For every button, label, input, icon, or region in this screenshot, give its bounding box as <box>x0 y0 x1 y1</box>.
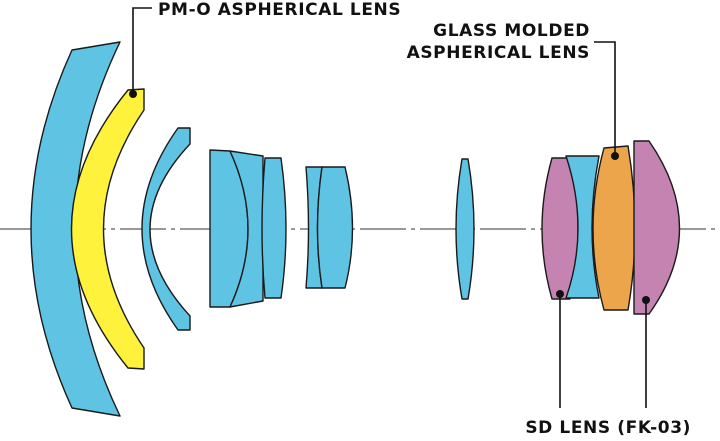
lens-element-11 <box>565 155 600 299</box>
sd-leader-dot-right <box>642 296 650 304</box>
sd-lens-label: SD LENS (FK-03) <box>525 418 691 438</box>
lens-element-1 <box>30 41 121 417</box>
lens-element-8 <box>316 166 354 289</box>
pmo-aspherical-label: PM-O ASPHERICAL LENS <box>158 0 401 20</box>
glass-molded-label-line2: ASPHERICAL LENS <box>407 43 590 63</box>
glass-molded-leader-dot <box>611 152 619 160</box>
pmo-leader-dot <box>129 90 137 98</box>
lens-element-9 <box>455 158 475 300</box>
glass-molded-leader-line <box>594 41 616 156</box>
sd-lens-right <box>633 140 681 315</box>
sd-leader-dot-left <box>556 290 564 298</box>
glass-molded-aspherical-lens <box>592 145 636 311</box>
lens-element-5 <box>229 150 264 308</box>
pmo-aspherical-lens <box>70 88 145 370</box>
lens-element-6 <box>261 157 287 299</box>
pmo-leader-line <box>132 7 152 94</box>
glass-molded-label-line1: GLASS MOLDED <box>433 21 590 41</box>
lens-element-3 <box>141 127 191 331</box>
